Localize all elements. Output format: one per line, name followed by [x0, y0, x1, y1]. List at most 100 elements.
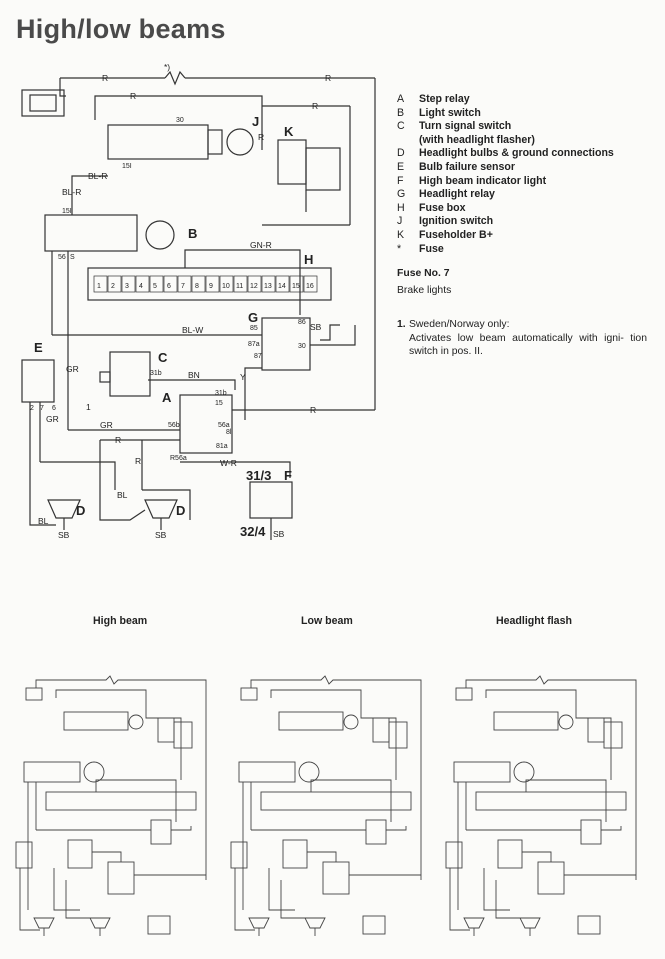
wire-label-gr: GR [66, 364, 79, 374]
indicator-label-top: 31/3 [246, 468, 271, 483]
fuse-num: 6 [167, 283, 171, 290]
fuse-info: Fuse No. 7 Brake lights [397, 268, 451, 296]
terminal-31b: 31b [215, 390, 227, 397]
wire-label-r: R [258, 132, 264, 142]
footnote-number: 1. [397, 319, 406, 330]
terminal-r56a: R56a [170, 455, 187, 462]
mini-diagram-headlight-flash [445, 675, 637, 937]
wire-label-r: R [310, 405, 316, 415]
wire-label-sb: SB [310, 322, 322, 332]
wire-label-bl-r: BL-R [62, 187, 81, 197]
component-c: C [158, 350, 168, 365]
legend-item: *Fuse [397, 242, 444, 255]
wire-label-r: R [115, 435, 121, 445]
component-d: D [176, 503, 185, 518]
terminal-15i: 15I [62, 208, 72, 215]
wire-labels: R R *) R R R BL-R BL-R GN-R BL-W GR GR G… [38, 62, 331, 540]
terminal-2: 2 [30, 405, 34, 412]
wire-label-sb: SB [155, 530, 167, 540]
page-title: High/low beams [16, 14, 226, 44]
fuse-num: 4 [139, 283, 143, 290]
caption-headlight-flash: Headlight flash [496, 615, 572, 627]
wire-label-sb: SB [273, 529, 285, 539]
wire-label-bl: BL [38, 516, 49, 526]
fuse-num: 3 [125, 283, 129, 290]
wire-label-gr: GR [46, 414, 59, 424]
terminal-81a: 81a [216, 443, 228, 450]
component-a: A [162, 390, 172, 405]
component-d: D [76, 503, 85, 518]
fuse-num: 1 [97, 283, 101, 290]
footnote-heading: Sweden/Norway only: [409, 319, 510, 330]
wire-label-r: R [102, 73, 108, 83]
fuse-num: 8 [195, 283, 199, 290]
terminal-56: 56 [58, 254, 66, 261]
terminal-30b: 30 [298, 343, 306, 350]
wire-label-r: R [325, 73, 331, 83]
terminal-7: 7 [40, 405, 44, 412]
wire-label-w-r: W-R [220, 458, 237, 468]
terminal-31b: 31b [150, 370, 162, 377]
fuse-subtitle: Brake lights [397, 285, 452, 296]
fuse-num: 14 [278, 283, 286, 290]
mini-diagram-low-beam [230, 675, 422, 937]
fuse-num: 9 [209, 283, 213, 290]
terminal-56b: 56b [168, 422, 180, 429]
fuse-num: 15 [292, 283, 300, 290]
terminal-labels: 30 15I 15I 56 S 85 86 87 87a 30 31b 31b … [30, 117, 306, 462]
terminal-s: S [70, 254, 75, 261]
fuse-number-labels: 1 2 3 4 5 6 7 8 9 10 11 12 13 14 15 16 [97, 283, 314, 290]
fuse-num: 5 [153, 283, 157, 290]
component-j: J [252, 114, 259, 129]
legend-item: (with headlight flasher) [419, 133, 535, 146]
wire-label-gn-r: GN-R [250, 240, 272, 250]
fuse-num: 16 [306, 283, 314, 290]
terminal-8l: 8l [226, 429, 232, 436]
component-b: B [188, 226, 197, 241]
terminal-87: 87 [254, 353, 262, 360]
fuse-num: 13 [264, 283, 272, 290]
fuse-num: 12 [250, 283, 258, 290]
fuse-star-label: *) [164, 62, 170, 72]
terminal-87a: 87a [248, 341, 260, 348]
component-letters: A B C D D E F G H J K [34, 114, 313, 518]
caption-high-beam: High beam [93, 615, 148, 627]
wire-label-y: Y [240, 372, 246, 382]
wire-label-bl-r: BL-R [88, 171, 107, 181]
wiring-diagram: 1 2 3 4 5 6 7 8 9 10 11 12 13 14 15 16 R… [21, 62, 376, 540]
wire-label-r: R [312, 101, 318, 111]
footnote-body: Activates low beam automatically with ig… [409, 332, 647, 358]
mini-diagram-high-beam [15, 675, 207, 937]
terminal-30: 30 [176, 117, 184, 124]
wire-label-gr: GR [100, 420, 113, 430]
caption-low-beam: Low beam [301, 615, 353, 627]
wire-label-bl: BL [117, 490, 128, 500]
terminal-85: 85 [250, 325, 258, 332]
wire-label-r: R [135, 456, 141, 466]
footnote: 1.Sweden/Norway only: Activates low beam… [397, 318, 647, 359]
wire-label-r: R [130, 91, 136, 101]
component-k: K [284, 124, 294, 139]
terminal-86: 86 [298, 319, 306, 326]
terminal-6: 6 [52, 405, 56, 412]
note-ref-one: 1 [86, 402, 91, 412]
terminal-15i: 15I [122, 163, 132, 170]
mini-diagrams [15, 675, 637, 937]
fuse-num: 10 [222, 283, 230, 290]
component-f: F [284, 468, 292, 483]
wire-label-sb: SB [58, 530, 70, 540]
fuse-num: 11 [236, 283, 243, 290]
fuse-num: 7 [181, 283, 185, 290]
terminal-15: 15 [215, 400, 223, 407]
